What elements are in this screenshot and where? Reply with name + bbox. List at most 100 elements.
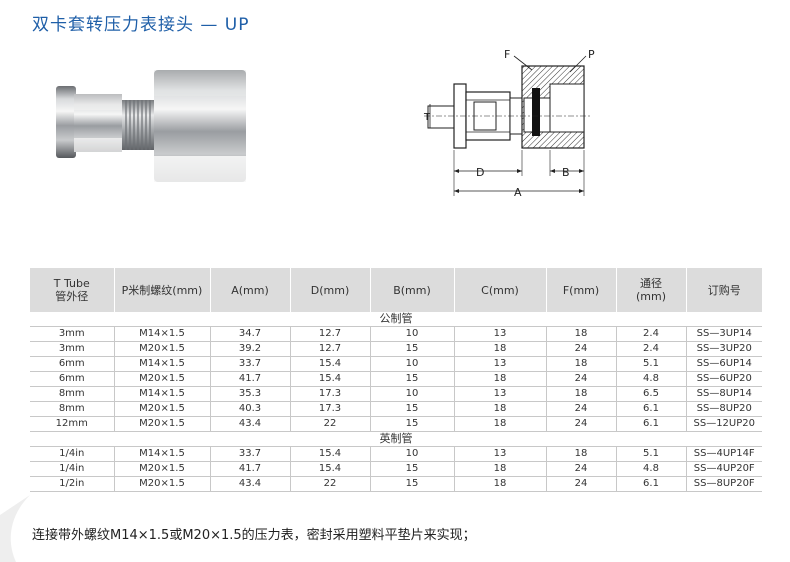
table-cell: 8mm [30,401,115,417]
table-cell: 41.7 [210,371,291,387]
column-header: 通径(mm) [616,268,687,312]
table-cell: 24 [546,416,617,432]
table-cell: 15 [370,476,455,492]
table-cell: 4.8 [616,461,687,477]
column-header: C(mm) [454,268,547,312]
table-cell: M14×1.5 [114,326,211,342]
column-header: F(mm) [546,268,617,312]
table-cell: M14×1.5 [114,386,211,402]
column-header: 订购号 [686,268,762,312]
section-row: 英制管 [30,431,762,447]
table-cell: SS—3UP20 [686,341,762,357]
table-cell: SS—8UP20F [686,476,762,492]
table-cell: M20×1.5 [114,341,211,357]
table-cell: 10 [370,446,455,462]
table-cell: 18 [546,446,617,462]
table-cell: 2.4 [616,341,687,357]
page-title: 双卡套转压力表接头 — UP [32,15,250,35]
table-cell: 10 [370,326,455,342]
table-cell: 5.1 [616,356,687,372]
label-p: P [588,48,595,61]
section-label: 公制管 [30,312,762,327]
table-cell: 18 [454,341,547,357]
table-cell: 18 [454,401,547,417]
table-cell: M14×1.5 [114,356,211,372]
table-cell: 33.7 [210,446,291,462]
label-t: T [423,112,431,123]
table-cell: M14×1.5 [114,446,211,462]
column-header: B(mm) [370,268,455,312]
table-cell: 13 [454,386,547,402]
table-cell: 13 [454,446,547,462]
table-cell: 18 [454,461,547,477]
table-cell: 43.4 [210,476,291,492]
table-cell: 6.5 [616,386,687,402]
footnote: 连接带外螺纹M14×1.5或M20×1.5的压力表，密封采用塑料平垫片来实现； [32,528,476,543]
table-cell: 41.7 [210,461,291,477]
decorative-swoosh [0,495,30,562]
table-cell: 18 [546,386,617,402]
table-cell: 15 [370,461,455,477]
section-row: 公制管 [30,312,762,327]
table-cell: 18 [454,416,547,432]
product-photo [56,70,246,182]
table-cell: SS—3UP14 [686,326,762,342]
table-cell: M20×1.5 [114,371,211,387]
table-cell: 3mm [30,341,115,357]
table-cell: 24 [546,371,617,387]
label-d: D [476,166,484,179]
column-header: D(mm) [290,268,371,312]
table-cell: 15 [370,416,455,432]
table-cell: 15.4 [290,356,371,372]
table-cell: 15 [370,341,455,357]
table-cell: 33.7 [210,356,291,372]
table-cell: 6mm [30,356,115,372]
table-cell: M20×1.5 [114,416,211,432]
table-cell: SS—8UP14 [686,386,762,402]
table-cell: 6mm [30,371,115,387]
table-cell: 4.8 [616,371,687,387]
table-cell: 24 [546,401,617,417]
column-header: P米制螺纹(mm) [114,268,211,312]
table-cell: 10 [370,356,455,372]
table-cell: 18 [546,326,617,342]
table-cell: SS—4UP20F [686,461,762,477]
table-cell: SS—6UP20 [686,371,762,387]
table-cell: 17.3 [290,401,371,417]
table-cell: 3mm [30,326,115,342]
table-cell: M20×1.5 [114,476,211,492]
label-f: F [504,48,510,61]
table-cell: 24 [546,461,617,477]
table-cell: 22 [290,416,371,432]
table-cell: 1/2in [30,476,115,492]
table-cell: 43.4 [210,416,291,432]
table-cell: 40.3 [210,401,291,417]
table-cell: 2.4 [616,326,687,342]
table-cell: 34.7 [210,326,291,342]
table-cell: M20×1.5 [114,461,211,477]
table-cell: 15.4 [290,461,371,477]
table-cell: 6.1 [616,476,687,492]
table-cell: 15.4 [290,371,371,387]
table-cell: 6.1 [616,416,687,432]
table-cell: 12.7 [290,341,371,357]
table-cell: SS—6UP14 [686,356,762,372]
table-cell: 18 [454,371,547,387]
table-cell: 39.2 [210,341,291,357]
table-cell: SS—4UP14F [686,446,762,462]
section-label: 英制管 [30,431,762,447]
label-a: A [514,186,522,199]
table-cell: 1/4in [30,446,115,462]
